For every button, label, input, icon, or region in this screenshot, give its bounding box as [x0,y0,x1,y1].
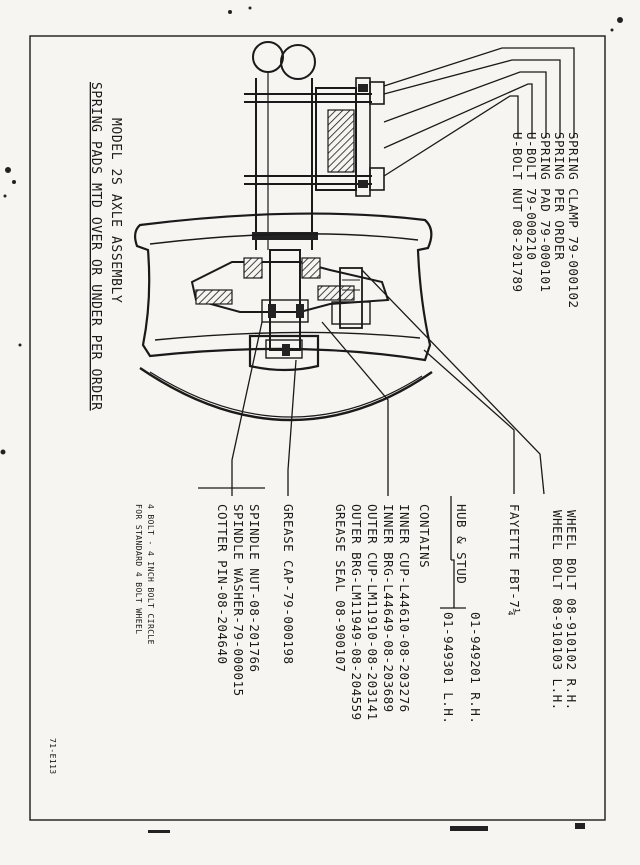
spring-leaf-right [280,44,316,80]
contains-item-2: OUTER CUP-LM11910-08-203141 [365,504,380,721]
drawing-border [29,35,606,821]
bolt-circle-note-1: 4 BOLT - 4 INCH BOLT CIRCLE [146,504,155,645]
hub-stud-lh: 01-949301 L.H. [441,612,456,724]
grease-cap-label: GREASE CAP-79-000198 [281,504,296,665]
assembly-subtitle: SPRING PADS MTD OVER OR UNDER PER ORDER [88,82,103,411]
spindle-washer-label: SPINDLE WASHER-79-000015 [231,504,246,697]
assembly-title: MODEL 2S AXLE ASSEMBLY [108,118,123,303]
wheel-bolt-lh: WHEEL BOLT 08-910103 L.H. [550,510,565,711]
contains-item-1: INNER BRG-L44649-08-203689 [381,504,396,713]
contains-item-4: GREASE SEAL 08-900107 [333,504,348,673]
wheel-bolt-rh: WHEEL BOLT 08-910102 R.H. [564,510,579,711]
leader-lines [198,47,575,609]
callout-u-bolt: U-BOLT 79-000210 [524,132,539,260]
callout-spring-pad: SPRING PAD 79-000101 [538,132,553,293]
contains-item-0: INNER CUP-L44610-08-203276 [397,504,412,713]
fayette-label: FAYETTE FBT-7¼ [507,504,522,616]
callout-spring-per-order: SPRING PER ORDER [552,132,567,260]
callout-u-bolt-nut: U-BOLT NUT 08-201789 [510,132,525,293]
contains-heading: CONTAINS [417,504,432,568]
hub-stud-label: HUB & STUD [454,504,469,584]
axle-cross-section [133,41,433,422]
contains-item-3: OUTER BRG-LM11949-08-204559 [349,504,364,721]
spindle-nut-label: SPINDLE NUT-08-201766 [247,504,262,673]
callout-spring-clamp: SPRING CLAMP 79-000102 [566,132,581,309]
bolt-circle-note-2: FOR STANDARD 4 BOLT WHEEL [134,504,143,634]
page-code: 71-E113 [48,738,57,775]
spring-leaf-left [252,41,284,73]
cotter-pin-label: COTTER PIN-08-204640 [215,504,230,665]
scan-specks [0,6,623,833]
hub-stud-rh: 01-949201 R.H. [468,612,483,724]
